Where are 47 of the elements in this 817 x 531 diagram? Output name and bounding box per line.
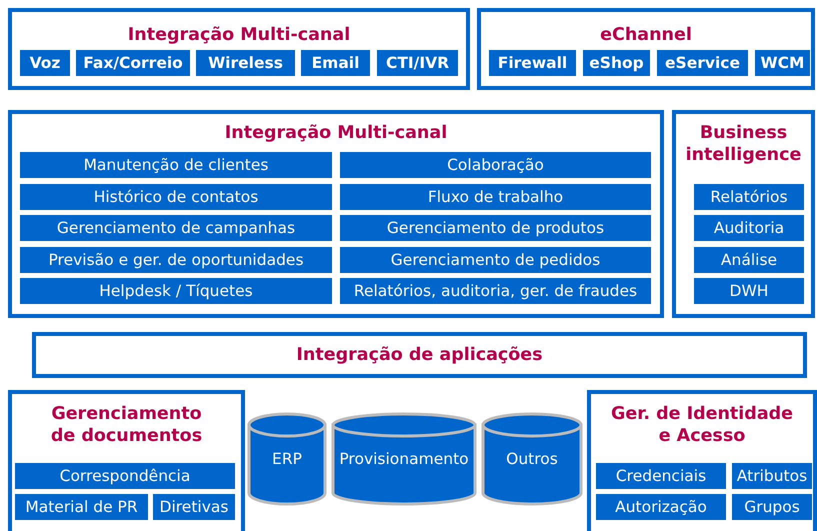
module-panel [672,110,815,318]
module-tile: Credenciais [596,463,726,489]
database-label: Outros [505,450,559,468]
module-panel [477,8,815,90]
module-tile: Histórico de contatos [20,184,332,210]
panel-title: Business intelligence [684,122,802,166]
module-tile: CTI/IVR [377,50,458,76]
module-panel [8,8,470,90]
module-panel [587,390,817,531]
module-tile: eService [657,50,748,76]
module-tile: Grupos [732,494,812,520]
panel-title: Ger. de Identidade e Acesso [610,403,794,447]
module-tile: Relatórios [694,184,804,210]
module-tile: Correspondência [15,463,235,489]
module-tile: Análise [694,247,804,273]
module-tile: Autorização [596,494,726,520]
module-tile: Firewall [489,50,576,76]
module-tile: Gerenciamento de produtos [340,215,651,241]
module-tile: Email [301,50,370,76]
module-tile: Wireless [196,50,295,76]
module-tile: Relatórios, auditoria, ger. de fraudes [340,278,651,304]
module-tile: Atributos [732,463,812,489]
module-tile: Helpdesk / Tíquetes [20,278,332,304]
panel-title: Gerenciamento de documentos [50,403,204,447]
module-tile: Fluxo de trabalho [340,184,651,210]
database-label: Provisionamento [338,450,470,468]
module-tile: Manutenção de clientes [20,152,332,178]
module-tile: Voz [20,50,70,76]
module-tile: Material de PR [15,494,148,520]
module-tile: WCM [755,50,810,76]
panel-title: Integração Multi-canal [126,24,352,46]
module-panel [8,390,245,531]
module-tile: Diretivas [153,494,235,520]
module-tile: Fax/Correio [76,50,190,76]
module-panel [8,110,664,318]
module-tile: Previsão e ger. de oportunidades [20,247,332,273]
module-tile: DWH [694,278,804,304]
module-tile: Auditoria [694,215,804,241]
module-tile: Gerenciamento de campanhas [20,215,332,241]
module-tile: eShop [583,50,650,76]
database-label: ERP [271,450,303,468]
bar-title: Integração de aplicações [296,345,543,365]
panel-title: Integração Multi-canal [224,122,448,144]
integration-bar [32,332,807,378]
panel-title: eChannel [599,24,693,46]
module-tile: Gerenciamento de pedidos [340,247,651,273]
module-tile: Colaboração [340,152,651,178]
